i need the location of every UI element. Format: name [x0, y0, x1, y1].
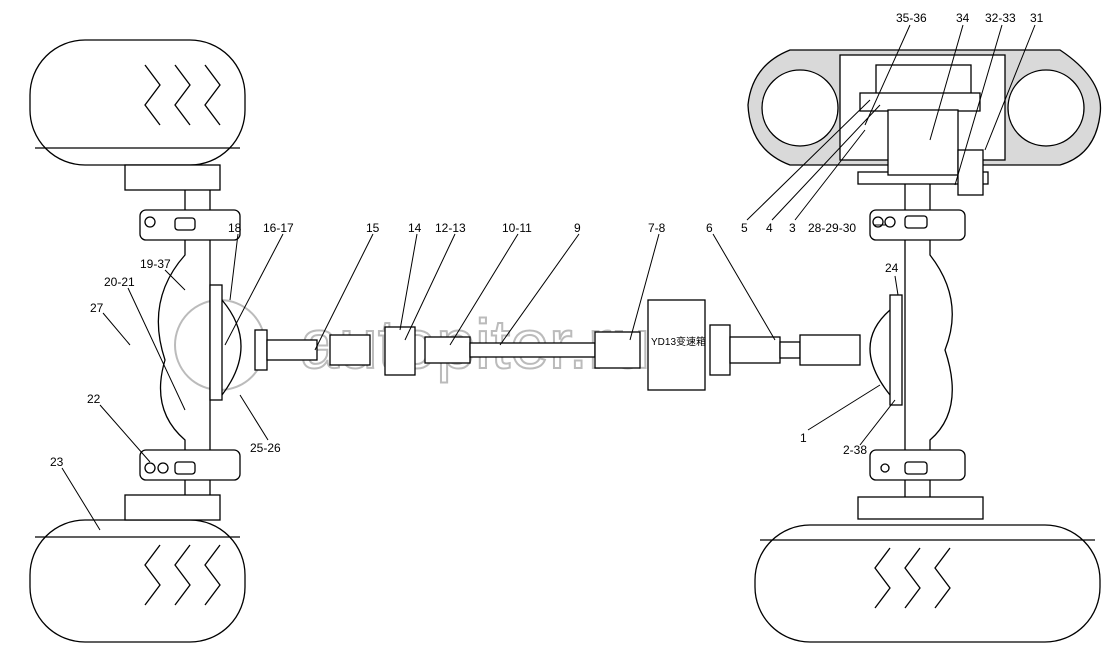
label-1: 1	[800, 431, 807, 445]
label-9: 9	[574, 221, 581, 235]
tire-front-left	[29, 39, 246, 166]
label-19-37: 19-37	[140, 257, 171, 271]
tire-rear-left	[29, 519, 246, 643]
label-16-17: 16-17	[263, 221, 294, 235]
label-2-38: 2-38	[843, 443, 867, 457]
label-25-26: 25-26	[250, 441, 281, 455]
label-22: 22	[87, 392, 101, 406]
label-27: 27	[90, 301, 104, 315]
label-7-8: 7-8	[648, 221, 666, 235]
gearbox: YD13变速箱	[647, 299, 706, 391]
part-labels: 35-36 34 32-33 31 5 4 3 28-29-30 24 6 7-…	[50, 11, 1044, 469]
tire-rear-right	[754, 524, 1101, 643]
label-6: 6	[706, 221, 713, 235]
drive-shaft	[254, 324, 861, 376]
label-32-33: 32-33	[985, 11, 1016, 25]
label-4: 4	[766, 221, 773, 235]
label-10-11: 10-11	[502, 221, 532, 235]
label-18: 18	[228, 221, 242, 235]
leader-lines	[61, 24, 1036, 531]
label-14: 14	[408, 221, 422, 235]
label-35-36: 35-36	[896, 11, 927, 25]
label-3: 3	[789, 221, 796, 235]
tire-front-right-section	[747, 49, 1102, 196]
label-31: 31	[1030, 11, 1044, 25]
svg-text:YD13变速箱: YD13变速箱	[651, 335, 706, 348]
axle-right	[857, 171, 989, 520]
label-34: 34	[956, 11, 970, 25]
label-12-13: 12-13	[435, 221, 466, 235]
label-15: 15	[366, 221, 380, 235]
label-24: 24	[885, 261, 899, 275]
label-23: 23	[50, 455, 64, 469]
label-20-21: 20-21	[104, 275, 135, 289]
label-28-29-30: 28-29-30	[808, 221, 856, 235]
label-5: 5	[741, 221, 748, 235]
axle-left	[124, 164, 242, 521]
